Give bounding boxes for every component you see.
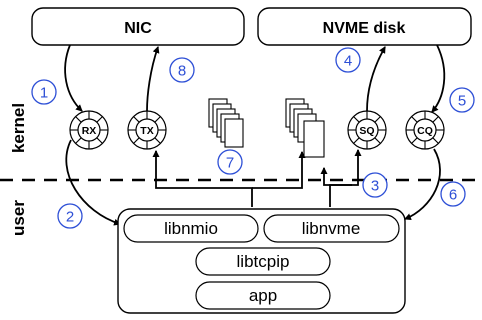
arrow-tx-to-nic <box>146 46 160 112</box>
step-3-marker: 3 <box>362 172 388 198</box>
arrow-nvme-to-cq <box>431 44 446 113</box>
svg-text:7: 7 <box>226 155 234 172</box>
cq-ring: CQ <box>405 110 445 150</box>
user-region-label: user <box>9 200 28 236</box>
svg-text:4: 4 <box>344 53 352 70</box>
packet-buffer-stack <box>208 98 244 148</box>
step-5-marker: 5 <box>449 87 475 113</box>
svg-text:3: 3 <box>371 178 379 195</box>
rx-ring-label: RX <box>82 125 97 137</box>
arrow-user-to-sq <box>329 148 362 207</box>
step-2-marker: 2 <box>57 203 83 229</box>
step-6-marker: 6 <box>440 181 466 207</box>
kernel-region-label: kernel <box>9 103 28 153</box>
libnvme-box <box>263 214 400 243</box>
arrow-to-disk-buffer <box>320 166 352 186</box>
nic-box <box>31 7 245 46</box>
step-4-marker: 4 <box>335 47 361 73</box>
nvme-disk-label: NVME disk <box>323 20 406 37</box>
arrow-user-to-buffers <box>252 150 306 189</box>
sq-ring-label: SQ <box>359 125 374 137</box>
disk-buffer-stack <box>285 98 325 158</box>
step-8-marker: 8 <box>169 57 195 83</box>
sq-ring: SQ <box>347 110 387 150</box>
tx-ring-label: TX <box>140 125 153 137</box>
svg-text:2: 2 <box>66 209 74 226</box>
arrow-user-to-tx <box>152 149 253 207</box>
svg-text:6: 6 <box>449 187 457 204</box>
arrow-cq-to-user <box>404 148 441 220</box>
nic-label: NIC <box>124 20 152 37</box>
libnmio-label: libnmio <box>164 219 218 238</box>
libtcpip-box <box>195 247 331 276</box>
libnvme-label: libnvme <box>302 219 361 238</box>
arrow-rx-to-user <box>65 139 122 226</box>
step-7-marker: 7 <box>217 149 243 175</box>
arrow-sq-to-nvme <box>366 46 386 112</box>
app-box <box>195 281 331 310</box>
step-1-marker: 1 <box>31 79 57 105</box>
svg-text:1: 1 <box>40 85 48 102</box>
rx-ring: RX <box>69 110 109 150</box>
libnmio-box <box>123 214 259 243</box>
arrow-nic-to-rx <box>64 44 83 112</box>
svg-text:5: 5 <box>458 93 466 110</box>
tx-ring: TX <box>127 110 167 150</box>
libtcpip-label: libtcpip <box>237 252 290 271</box>
cq-ring-label: CQ <box>417 125 433 137</box>
svg-text:8: 8 <box>178 63 186 80</box>
nvme-disk-box <box>257 7 472 46</box>
app-label: app <box>249 286 277 305</box>
